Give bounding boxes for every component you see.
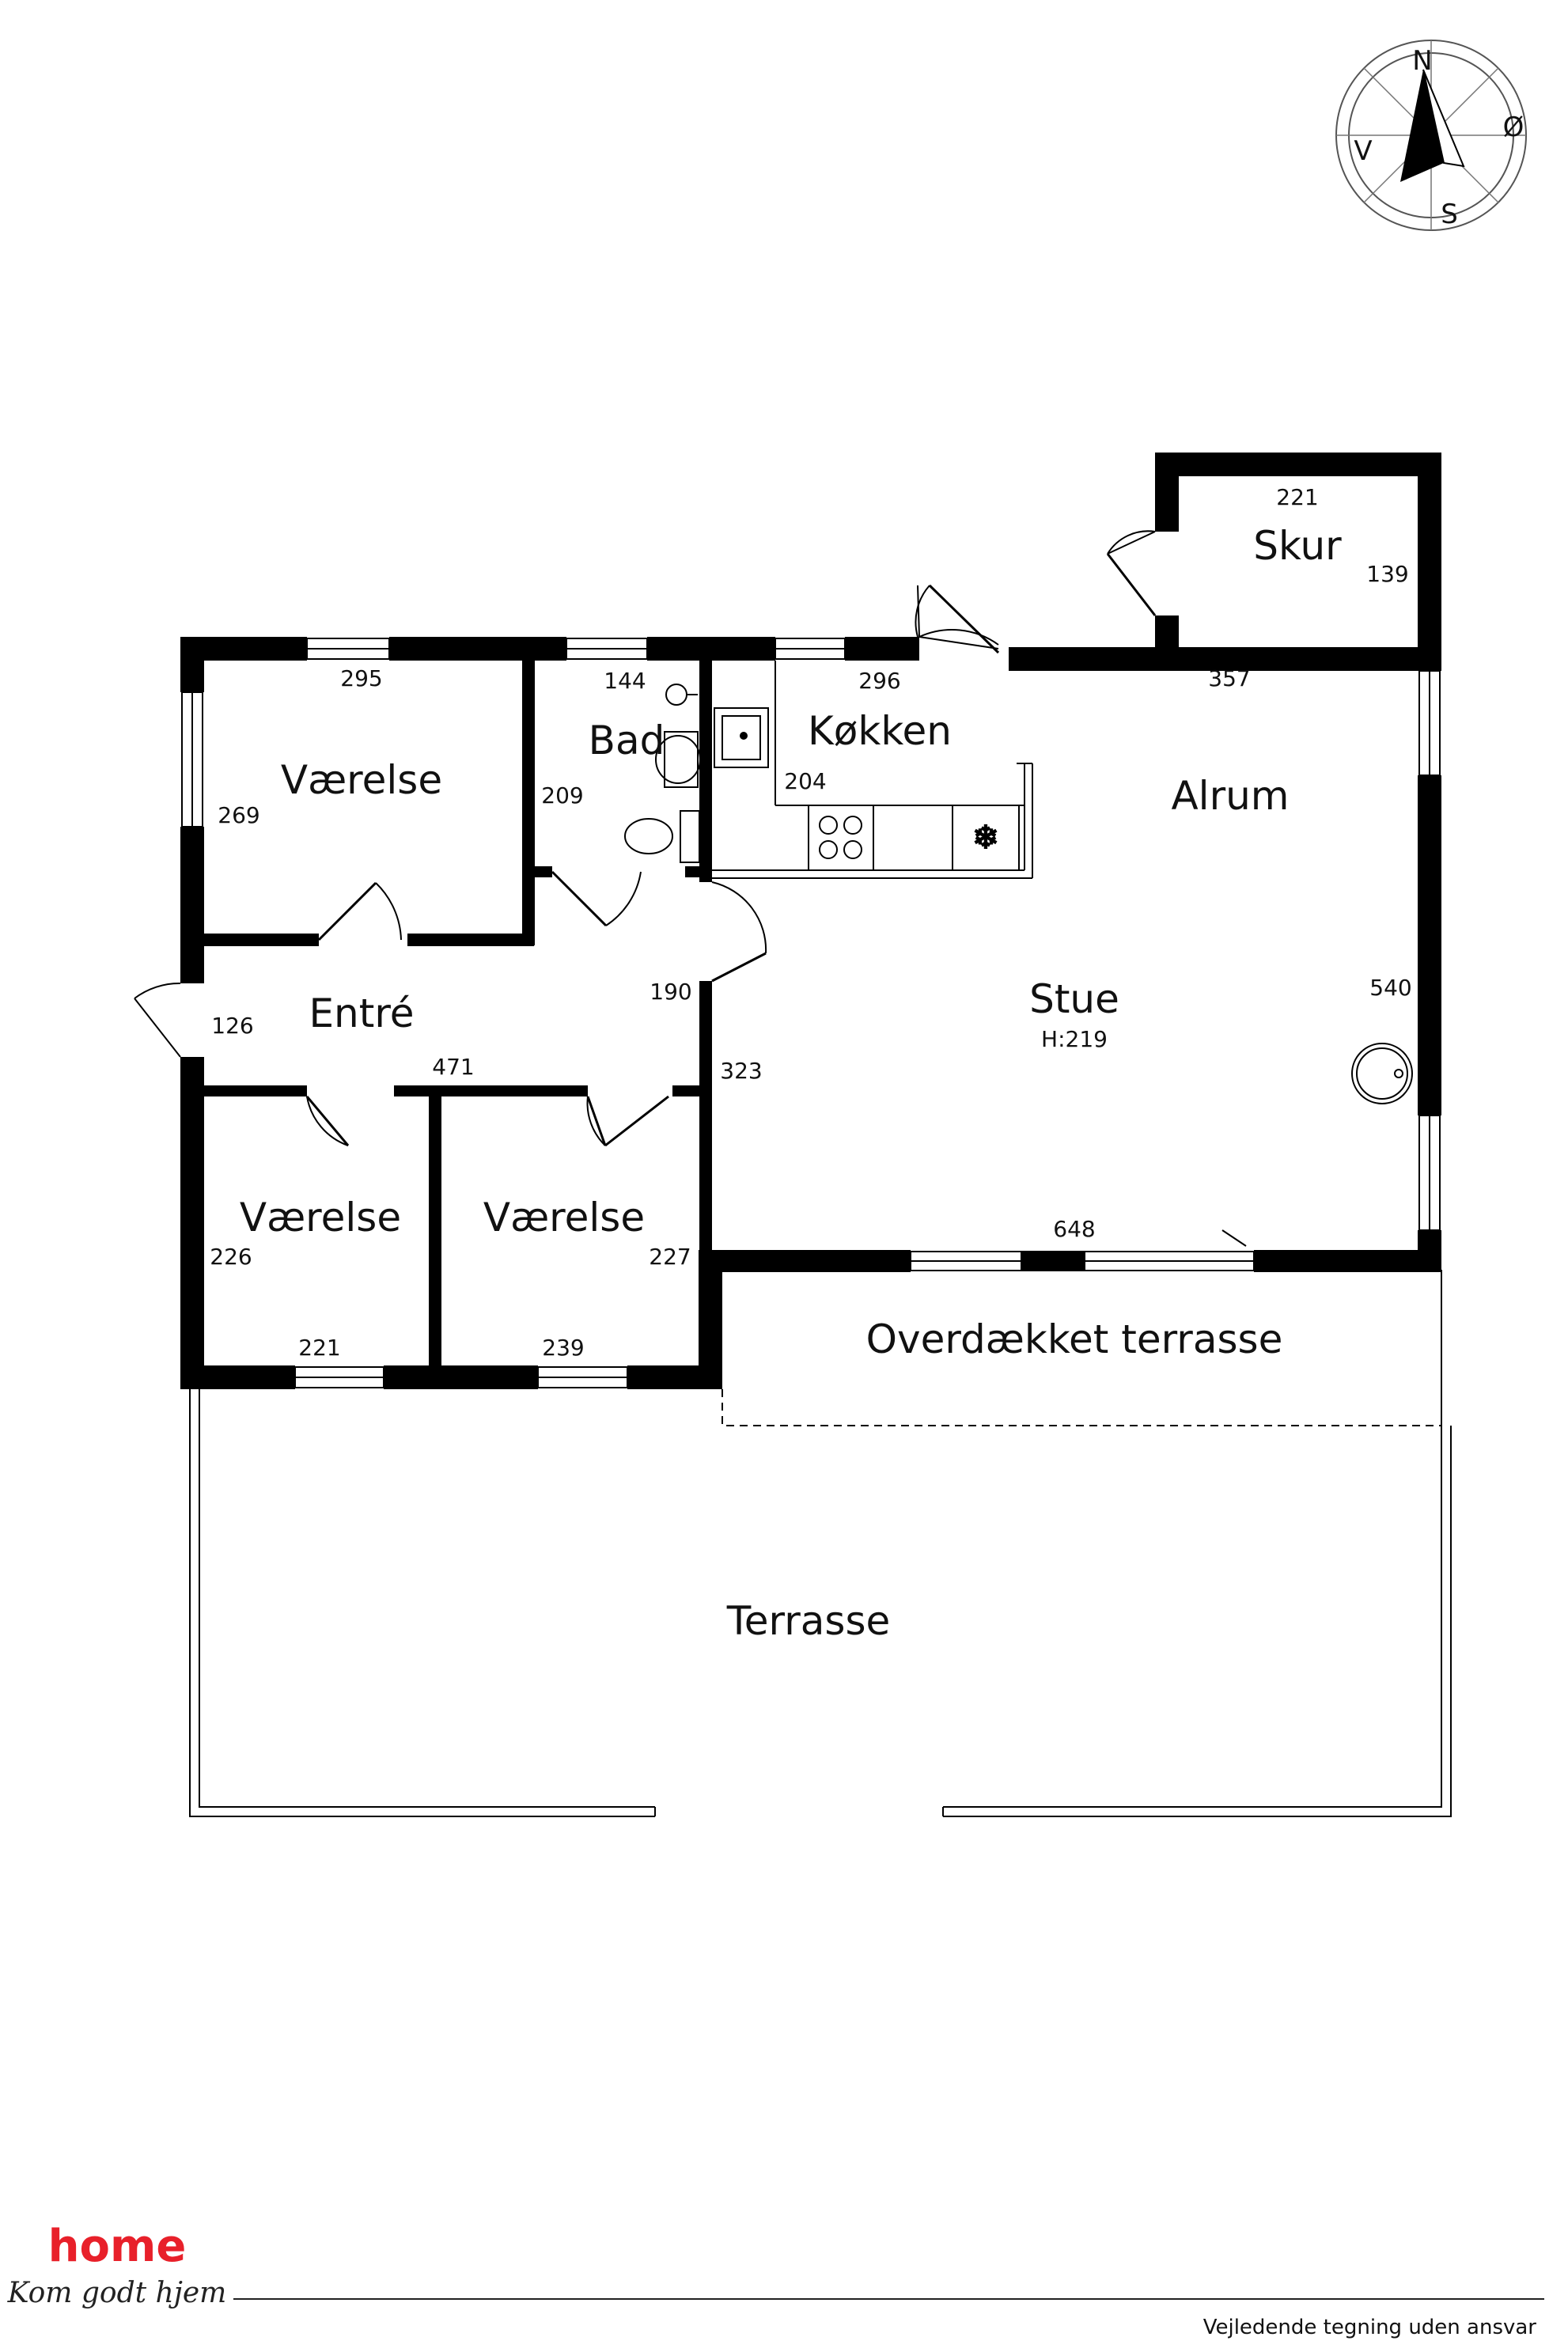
dim-bad-width: 144 [604,668,646,694]
room-label-vaerelse-top: Værelse [281,757,442,803]
terrace-outline [189,1270,1452,1817]
dim-stue-width: 648 [1053,1216,1095,1242]
dim-bad-depth: 209 [541,782,583,809]
room-label-bad: Bad [589,718,665,763]
compass-west: V [1354,135,1372,167]
room-label-entre: Entré [309,990,414,1036]
dim-skur-depth: 139 [1366,561,1408,587]
dim-vaerelse-top-depth: 269 [218,802,259,828]
footer-disclaimer: Vejledende tegning uden ansvar [1203,2316,1537,2339]
brand-tagline: Kom godt hjem [7,2277,227,2309]
room-label-terrasse: Terrasse [726,1598,891,1644]
compass-south: S [1441,199,1458,230]
compass-east: Ø [1503,112,1524,143]
washbasin-icon [655,735,701,784]
room-label-alrum: Alrum [1171,773,1289,819]
sink-icon [714,707,769,768]
room-label-kokken: Køkken [808,708,952,754]
dim-alrum-width: 357 [1208,665,1250,691]
walls [180,453,1441,1389]
dim-entre-width: 471 [432,1054,474,1080]
dim-vaerelse-top-width: 295 [340,665,382,691]
room-label-stue: Stue [1029,976,1119,1022]
room-label-vaerelse-bottom-right: Værelse [483,1195,645,1240]
dim-entre-depth: 126 [211,1013,253,1039]
footer: home Kom godt hjem Vejledende tegning ud… [7,2221,1544,2339]
shower-icon [665,684,687,706]
compass-rose: N S Ø V [1335,40,1527,231]
windows [181,638,1441,1388]
room-height-stue: H:219 [1041,1026,1108,1052]
snowflake-icon: ❄ [972,820,999,856]
dim-skur-width: 221 [1276,484,1318,510]
doors [134,530,1247,1247]
brand-logo: home [48,2221,187,2272]
room-labels: Værelse Bad Køkken Alrum Skur Entré Stue… [240,523,1342,1644]
dim-kokken-depth: 204 [784,768,826,794]
compass-needle-icon [1400,70,1444,182]
dim-vaerelse-br-depth: 227 [649,1244,691,1270]
dim-vaerelse-bl-depth: 226 [210,1244,252,1270]
dimension-labels: 221 139 295 269 144 209 296 204 357 540 … [210,484,1411,1361]
room-label-overdaekket-terrasse: Overdækket terrasse [866,1316,1283,1362]
dim-vaerelse-bl-width: 221 [298,1335,340,1361]
dim-kokken-width: 296 [858,668,900,694]
dim-stue-depth-right: 540 [1369,975,1411,1001]
compass-north: N [1412,45,1432,77]
room-label-vaerelse-bottom-left: Værelse [240,1195,401,1240]
freezer-icon [952,805,1020,871]
fixtures: ❄ [624,661,1413,1104]
room-label-skur: Skur [1253,523,1342,569]
dim-vaerelse-br-width: 239 [542,1335,584,1361]
stove-round-icon [1351,1043,1413,1104]
stove-icon [808,805,874,871]
dim-stue-depth-left: 323 [720,1058,762,1084]
dim-entre-hall-depth: 190 [650,979,691,1005]
toilet-icon [624,818,673,854]
entrance-door [134,998,181,1058]
